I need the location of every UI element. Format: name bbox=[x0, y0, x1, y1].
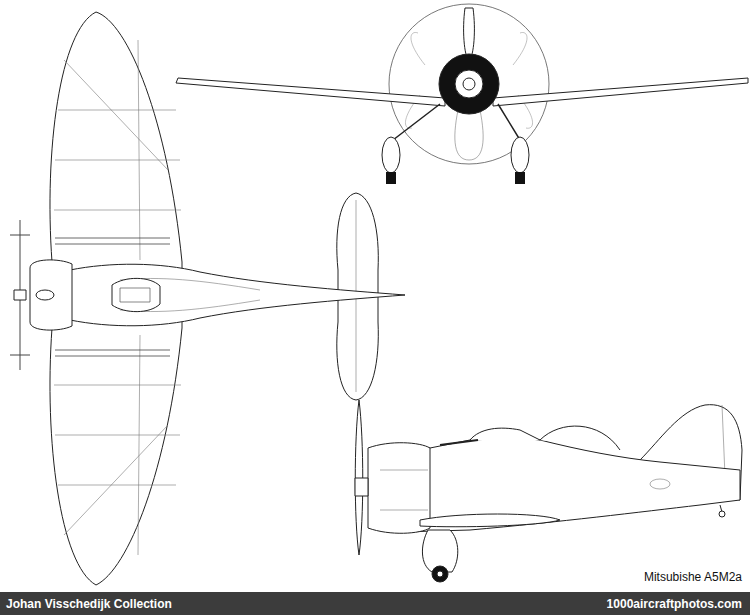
front-view bbox=[176, 4, 748, 184]
footer-credit: Johan Visschedijk Collection bbox=[6, 597, 172, 611]
figure-caption: Mitsubishe A5M2a bbox=[644, 570, 742, 584]
side-view bbox=[355, 400, 742, 582]
footer-credit: 1000aircraftphotos.com bbox=[607, 597, 742, 611]
